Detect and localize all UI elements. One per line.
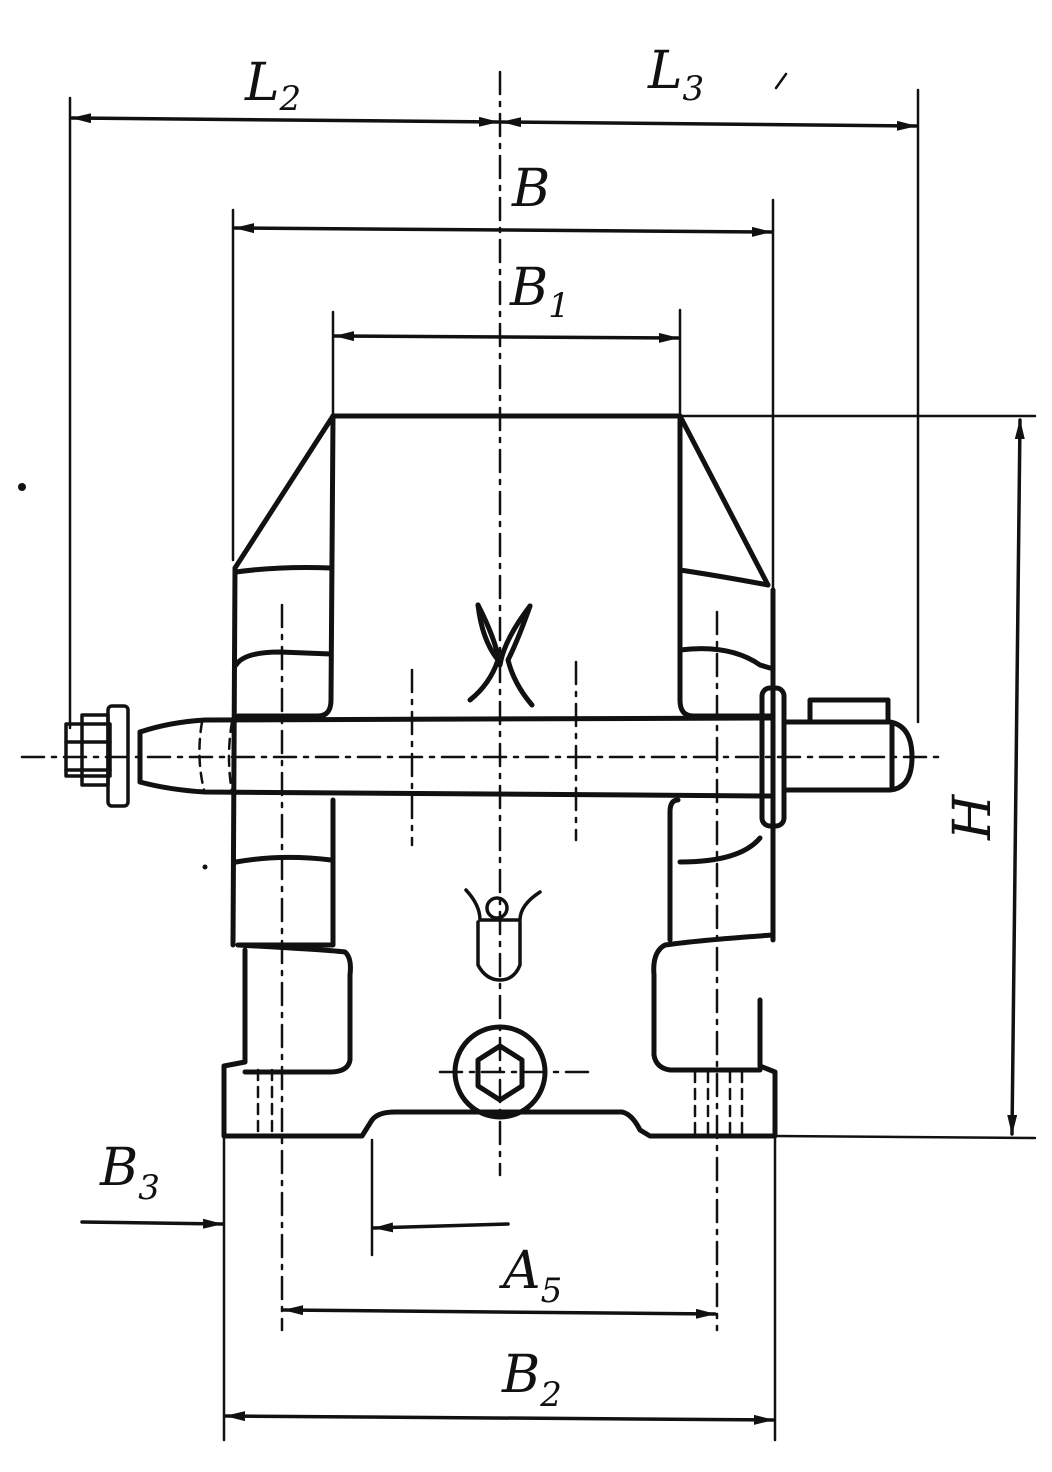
dimension-lines xyxy=(70,113,1025,1425)
drain-plug xyxy=(452,1024,548,1120)
worm-wheel-symbol xyxy=(467,602,535,708)
center-lines xyxy=(20,70,947,1332)
dim-label-h: H xyxy=(943,793,1003,841)
dim-label-l2: L2 xyxy=(244,53,301,119)
dim-label-l3: L3 xyxy=(647,41,704,109)
extension-lines xyxy=(68,88,1037,1442)
shaft-nut-assembly xyxy=(64,704,130,808)
dim-label-b2: B2 xyxy=(501,1345,562,1415)
dim-label-a5: A5 xyxy=(499,1241,562,1311)
dim-label-b3: B3 xyxy=(99,1138,160,1208)
gearbox-housing xyxy=(221,413,778,1139)
dim-label-b: B xyxy=(511,159,550,219)
scan-specks xyxy=(18,72,788,870)
shaft-flange xyxy=(759,685,787,829)
oil-gauge xyxy=(464,888,542,982)
worm-shaft xyxy=(137,697,915,799)
foot-bolt-holes xyxy=(256,1068,744,1136)
dim-label-b1: B1 xyxy=(509,258,570,326)
